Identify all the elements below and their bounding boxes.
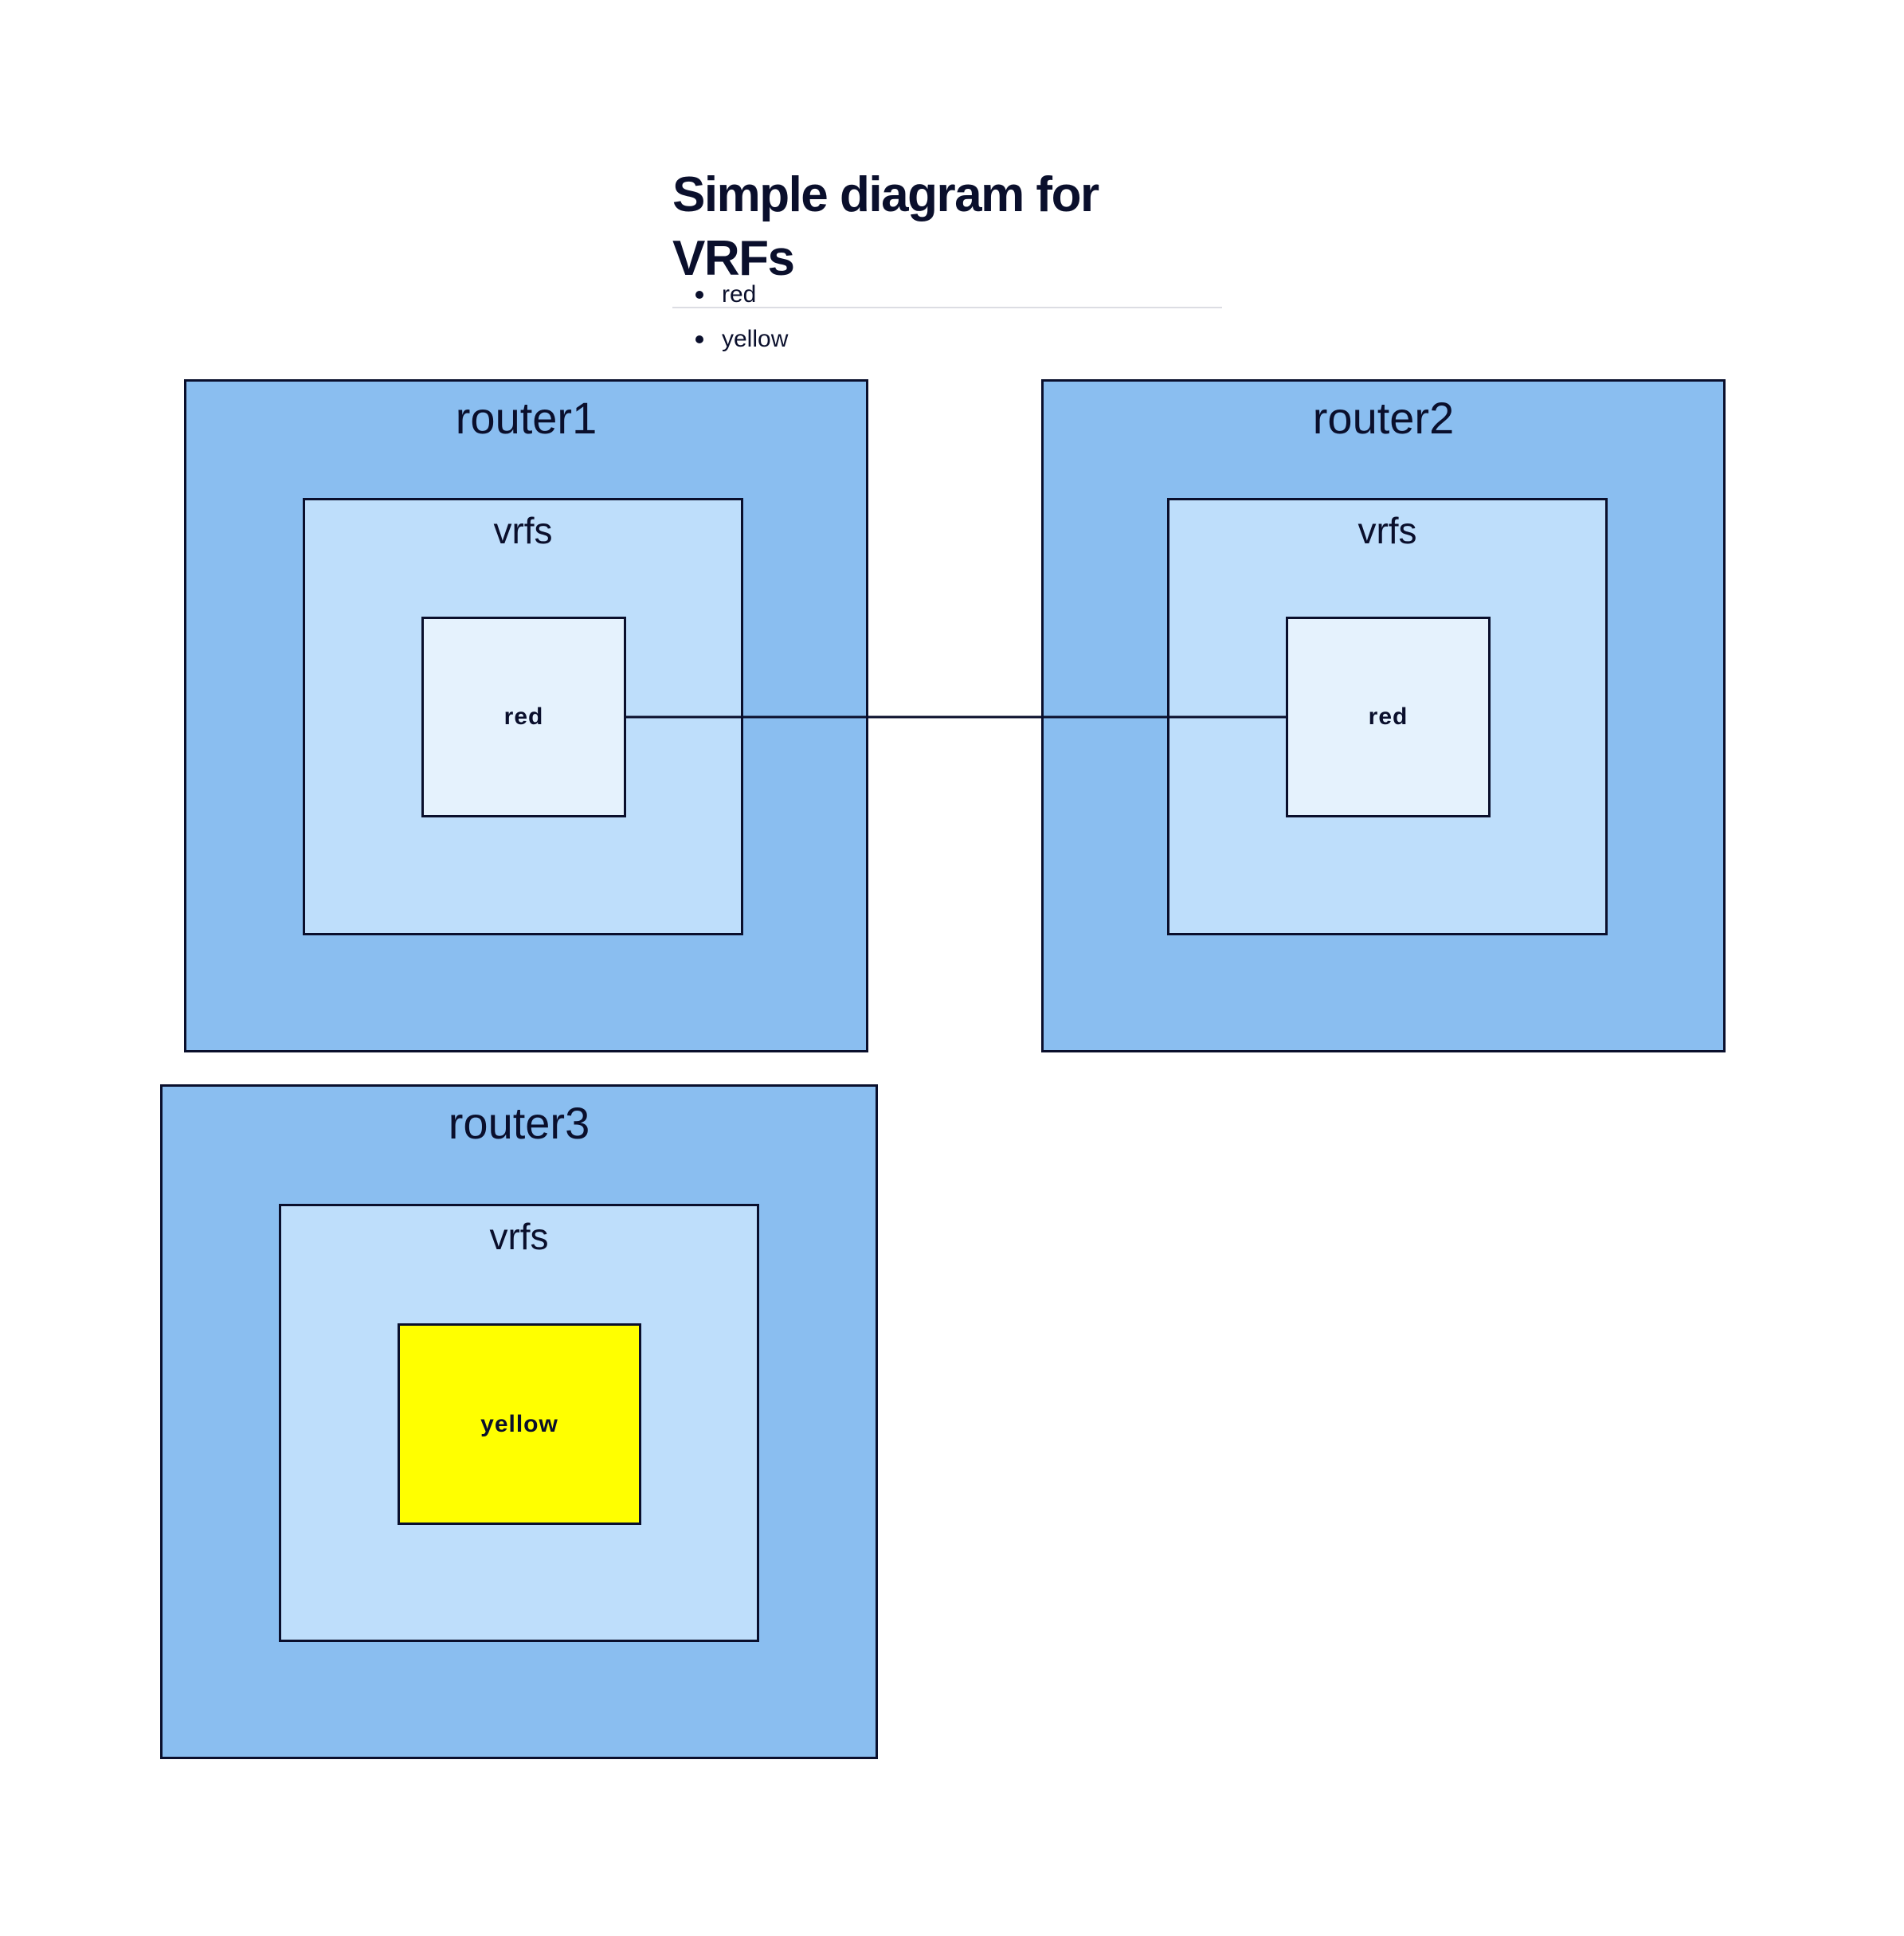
router3-vrfs-group: vrfs yellow xyxy=(279,1204,759,1642)
router3-node: router3 vrfs yellow xyxy=(160,1084,878,1759)
title-block: Simple diagram for VRFs xyxy=(672,163,1222,308)
router2-vrf-red: red xyxy=(1286,617,1491,817)
router1-vrf-red: red xyxy=(421,617,626,817)
router3-vrf-yellow: yellow xyxy=(398,1323,641,1525)
router1-vrfs-group: vrfs red xyxy=(303,498,743,935)
router3-vrf-yellow-label: yellow xyxy=(480,1410,558,1437)
vrf-legend: red yellow xyxy=(693,272,788,362)
router1-label: router1 xyxy=(455,393,597,443)
title-divider xyxy=(672,307,1222,308)
router2-vrf-red-label: red xyxy=(1368,703,1408,730)
legend-item-red: red xyxy=(693,272,788,317)
router2-label: router2 xyxy=(1312,393,1455,443)
router1-node: router1 vrfs red xyxy=(184,379,868,1052)
diagram-title: Simple diagram for VRFs xyxy=(672,167,1099,286)
router3-vrfs-label: vrfs xyxy=(489,1216,549,1257)
router2-vrfs-label: vrfs xyxy=(1357,510,1417,551)
router1-vrfs-label: vrfs xyxy=(493,510,553,551)
router2-vrfs-group: vrfs red xyxy=(1167,498,1608,935)
router1-vrf-red-label: red xyxy=(503,703,544,730)
router3-label: router3 xyxy=(448,1098,590,1148)
router2-node: router2 vrfs red xyxy=(1041,379,1726,1052)
legend-item-yellow: yellow xyxy=(693,317,788,362)
